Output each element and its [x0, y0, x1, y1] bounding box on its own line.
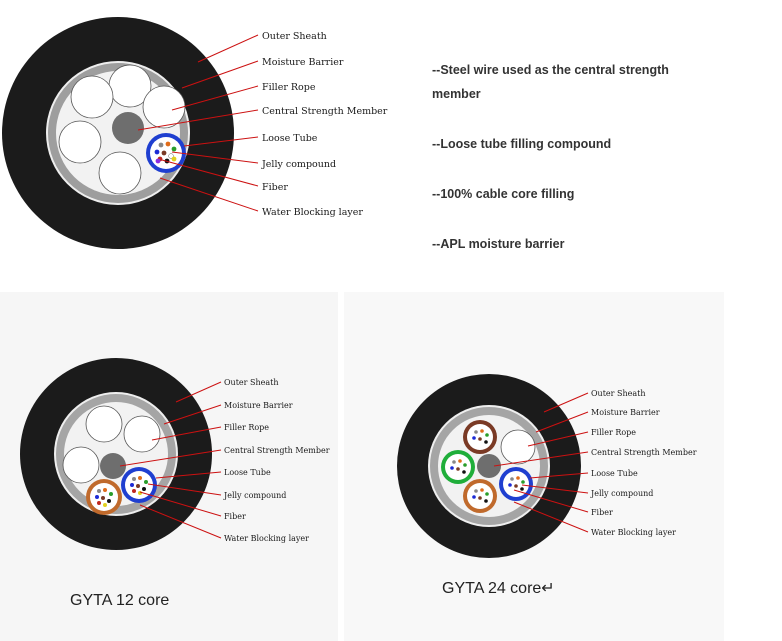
feature-filling-compound: --Loose tube filling compound — [432, 137, 612, 151]
label-water-blocking-layer: Water Blocking layer — [591, 528, 676, 537]
gyta-12-leader-lines — [119, 381, 222, 539]
label-filler-rope: Filler Rope — [262, 82, 316, 93]
label-loose-tube: Loose Tube — [262, 133, 318, 144]
label-filler-rope: Filler Rope — [224, 423, 269, 432]
label-central-strength-member: Central Strength Member — [224, 446, 330, 455]
filler-rope — [98, 151, 142, 195]
fiber-bundle — [450, 459, 467, 474]
label-jelly-compound: Jelly compound — [590, 489, 653, 498]
feature-apl-barrier: --APL moisture barrier — [432, 237, 565, 251]
jelly-compound — [445, 454, 471, 480]
label-moisture-barrier: Moisture Barrier — [262, 57, 344, 68]
fiber-bundle — [508, 476, 525, 491]
filler-rope — [500, 429, 536, 465]
label-jelly-compound: Jelly compound — [223, 491, 286, 500]
label-water-blocking-layer: Water Blocking layer — [262, 207, 363, 218]
feature-core-filling: --100% cable core filling — [432, 187, 575, 201]
label-moisture-barrier: Moisture Barrier — [591, 408, 660, 417]
label-outer-sheath: Outer Sheath — [591, 389, 646, 398]
fiber-bundle — [130, 476, 148, 495]
gyta-24-labels: Outer Sheath Moisture Barrier Filler Rop… — [590, 389, 697, 537]
fiber-bundle — [95, 488, 113, 507]
filler-rope — [85, 405, 123, 443]
caption-gyta-12-core: GYTA 12 core — [70, 592, 170, 609]
label-water-blocking-layer: Water Blocking layer — [224, 534, 309, 543]
fiber-bundle — [472, 488, 489, 503]
central-strength-member — [112, 112, 144, 144]
fiber-bundle — [154, 141, 177, 164]
filler-rope — [123, 415, 161, 453]
top-cable-cross-section — [2, 17, 234, 249]
filler-rope — [70, 75, 114, 119]
label-loose-tube: Loose Tube — [224, 468, 271, 477]
top-labels: Outer Sheath Moisture Barrier Filler Rop… — [261, 31, 388, 218]
central-strength-member — [100, 453, 126, 479]
central-strength-member — [477, 454, 501, 478]
fiber-bundle — [472, 429, 489, 444]
gyta-12-labels: Outer Sheath Moisture Barrier Filler Rop… — [223, 378, 330, 543]
feature-steel-wire: --Steel wire used as the central strengt… — [432, 63, 669, 101]
label-outer-sheath: Outer Sheath — [224, 378, 279, 387]
gyta-24-cross-section — [397, 374, 581, 558]
label-loose-tube: Loose Tube — [591, 469, 638, 478]
gyta-24-leader-lines — [493, 392, 589, 533]
jelly-compound — [467, 483, 493, 509]
caption-gyta-24-core: GYTA 24 core↵ — [442, 580, 555, 597]
filler-rope — [58, 120, 102, 164]
top-leader-lines — [137, 34, 259, 212]
label-moisture-barrier: Moisture Barrier — [224, 401, 293, 410]
label-fiber: Fiber — [591, 508, 613, 517]
filler-rope — [142, 85, 186, 129]
label-filler-rope: Filler Rope — [591, 428, 636, 437]
label-central-strength-member: Central Strength Member — [262, 106, 388, 117]
label-fiber: Fiber — [224, 512, 246, 521]
label-outer-sheath: Outer Sheath — [262, 31, 327, 42]
gyta-12-cross-section — [20, 358, 212, 550]
label-central-strength-member: Central Strength Member — [591, 448, 697, 457]
jelly-compound — [467, 424, 493, 450]
label-fiber: Fiber — [262, 182, 288, 193]
label-jelly-compound: Jelly compound — [261, 159, 336, 170]
filler-rope — [62, 446, 100, 484]
